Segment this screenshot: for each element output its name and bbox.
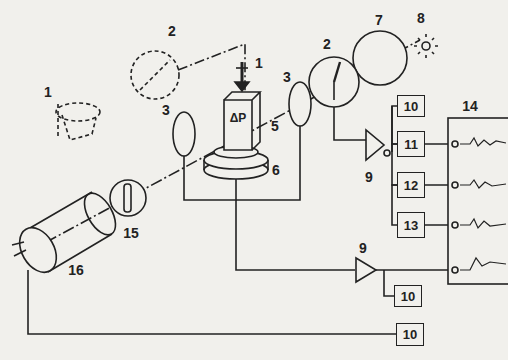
recorder <box>448 118 508 284</box>
light-symbol <box>414 34 438 58</box>
function-block: 10 <box>397 95 425 117</box>
function-block: 12 <box>397 172 425 198</box>
callout-number: 9 <box>358 241 368 255</box>
callout-number: 1 <box>254 56 264 70</box>
load-symbol: ΔP <box>229 112 248 124</box>
wiring <box>28 106 455 334</box>
block-number: 10 <box>404 100 418 113</box>
function-block: 11 <box>397 131 425 157</box>
gauge-and-detector <box>309 31 407 107</box>
function-block: 10 <box>394 285 422 307</box>
function-block: 10 <box>396 323 424 346</box>
callout-number: 3 <box>282 70 292 84</box>
callout-number: 16 <box>67 263 85 277</box>
amplifier <box>356 130 390 282</box>
light-source <box>12 188 122 279</box>
callout-number: 1 <box>43 85 53 99</box>
callout-number: 8 <box>416 11 426 25</box>
callout-number: 3 <box>161 103 171 117</box>
block-number: 10 <box>401 290 415 303</box>
alternative-axis <box>178 44 245 92</box>
callout-number: 7 <box>374 13 384 27</box>
block-number: 10 <box>403 328 417 341</box>
callout-number: 2 <box>167 24 177 38</box>
block-number: 12 <box>404 179 418 192</box>
specimen-stage <box>204 62 268 179</box>
analyser <box>289 82 311 126</box>
function-block: 13 <box>397 212 425 238</box>
callout-number: 5 <box>270 119 280 133</box>
block-number: 13 <box>404 219 418 232</box>
polariser <box>173 112 195 156</box>
callout-number: 14 <box>461 99 479 113</box>
block-number: 11 <box>404 138 418 151</box>
alternative-position <box>56 51 179 140</box>
callout-number: 9 <box>364 170 374 184</box>
callout-number: 15 <box>122 226 140 240</box>
lens <box>110 180 146 216</box>
callout-number: 2 <box>322 37 332 51</box>
callout-number: 6 <box>271 163 281 177</box>
